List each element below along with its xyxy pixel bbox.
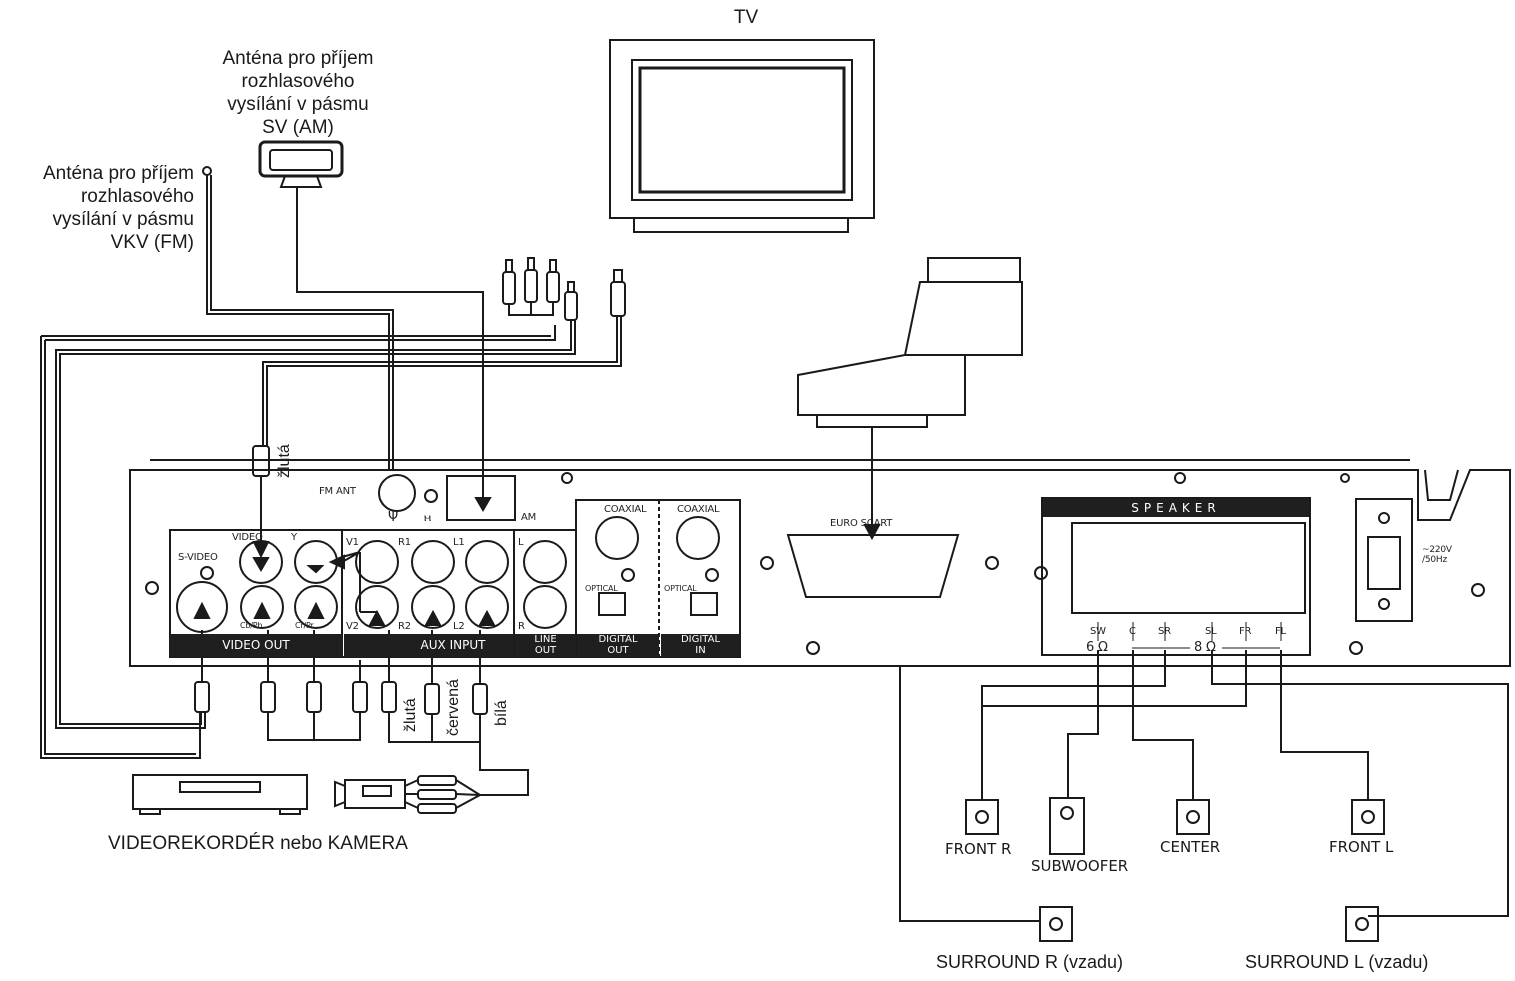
power-rating-line: /50Hz (1422, 555, 1447, 565)
v2-label: V2 (346, 621, 359, 632)
r2-label: R2 (398, 621, 411, 632)
euro-scart-label: EURO SCART (830, 518, 893, 529)
fm-antenna-label-line: VKV (FM) (110, 232, 194, 253)
tv-label: TV (733, 7, 759, 28)
am-terminal-label: AM (521, 512, 537, 523)
surround-r-label: SURROUND R (vzadu) (936, 952, 1124, 972)
wire-label-red: červená (445, 679, 462, 736)
vcr-camera-icon (132, 774, 481, 815)
am-antenna-icon (258, 140, 344, 188)
fm-antenna-label-line: vysílání v pásmu (52, 209, 195, 230)
line-r-label: R (518, 621, 525, 632)
scart-plug-icon (797, 257, 1023, 541)
svg-text:Ψ: Ψ (388, 510, 398, 525)
sr-terminal-label: SR (1158, 626, 1171, 637)
ohm6-label: 6 Ω (1086, 640, 1108, 655)
speaker-bar: SPEAKER (1131, 501, 1221, 515)
sw-terminal-label: SW (1090, 626, 1106, 637)
front-r-label: FRONT R (945, 840, 1012, 858)
sl-terminal-label: SL (1205, 626, 1217, 637)
aux-input-bar: AUX INPUT (420, 638, 486, 652)
am-antenna-label-line: rozhlasového (241, 71, 355, 92)
video-out-bar: VIDEO OUT (222, 638, 290, 652)
fm-antenna-wire (202, 166, 394, 470)
s-video-label: S-VIDEO (178, 552, 218, 563)
power-rating-label: ~220V /50Hz (1422, 545, 1452, 565)
optical-in-label: OPTICAL (664, 584, 697, 593)
surround-l-label: SURROUND L (vzadu) (1245, 952, 1429, 972)
fl-terminal-label: FL (1275, 626, 1286, 637)
fm-antenna-label-line: Anténa pro příjem (42, 163, 194, 184)
center-label: CENTER (1160, 838, 1221, 856)
fm-antenna-label-line: rozhlasového (80, 186, 194, 207)
fm-antenna-label: Anténa pro příjem rozhlasového vysílání … (2, 162, 194, 254)
front-l-label: FRONT L (1329, 838, 1394, 856)
wire-label-white: bílá (493, 700, 510, 726)
digital-in-bar: DIGITAL IN (661, 634, 740, 657)
power-rating-line: ~220V (1422, 545, 1452, 555)
v1-label: V1 (346, 537, 359, 548)
cb-pb-label: Cb/Pb (240, 621, 263, 630)
am-antenna-label-line: Anténa pro příjem (222, 48, 374, 69)
video-jack-label: VIDEO (232, 532, 263, 543)
c-terminal-label: C (1129, 626, 1136, 637)
optical-out-label: OPTICAL (585, 584, 618, 593)
rca-plugs-top (40, 257, 626, 759)
fr-terminal-label: FR (1239, 626, 1252, 637)
digital-out-bar: DIGITAL OUT (577, 634, 659, 657)
l1-label: L1 (453, 537, 465, 548)
digital-in-bar-line: IN (695, 645, 706, 656)
svg-text:ⲙ: ⲙ (424, 510, 431, 524)
wire-label-yellow-top: žlutá (276, 444, 293, 478)
l2-label: L2 (453, 621, 465, 632)
tv-icon (609, 39, 875, 233)
cr-pr-label: Cr/Pr (295, 621, 314, 630)
digital-in-bar-line: DIGITAL (680, 634, 721, 645)
am-antenna-label-line: SV (AM) (262, 117, 334, 138)
am-antenna-label: Anténa pro příjem rozhlasového vysílání … (188, 47, 408, 139)
vcr-camera-label: VIDEOREKORDÉR nebo KAMERA (108, 833, 408, 854)
speaker-wiring (899, 650, 1509, 922)
subwoofer-label: SUBWOOFER (1031, 857, 1129, 875)
am-antenna-label-line: vysílání v pásmu (227, 94, 369, 115)
fm-ant-label: FM ANT (319, 486, 356, 497)
coaxial-out-label: COAXIAL (604, 504, 647, 515)
wire-label-yellow: žlutá (402, 698, 419, 732)
r1-label: R1 (398, 537, 411, 548)
line-l-label: L (518, 537, 524, 548)
ohm8-label: 8 Ω (1194, 640, 1216, 655)
line-out-bar-line: OUT (534, 645, 557, 656)
y-jack-label: Y (291, 532, 297, 543)
digital-out-bar-line: OUT (607, 645, 629, 656)
line-out-bar-line: LINE (534, 634, 557, 645)
rear-panel (129, 459, 1511, 667)
speaker-boxes (965, 797, 1385, 942)
line-out-bar: LINE OUT (515, 634, 576, 657)
am-antenna-wire (296, 187, 484, 508)
coaxial-in-label: COAXIAL (677, 504, 720, 515)
digital-out-bar-line: DIGITAL (598, 634, 638, 645)
